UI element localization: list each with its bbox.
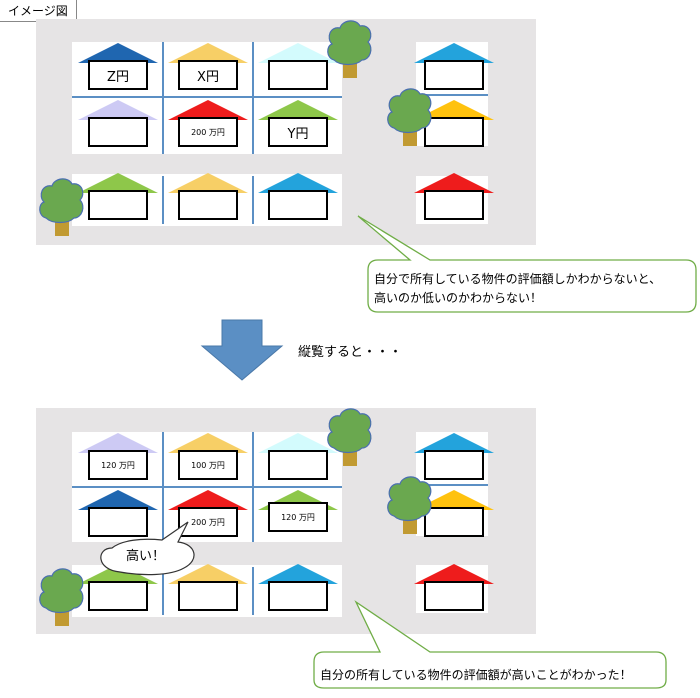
high-bubble-text: 高い！ [126,549,166,564]
top-house-z: Z円 [78,43,158,99]
roof [414,43,494,63]
price-box: 120 万円 [88,450,148,480]
roof [78,490,158,510]
top-house-side-red [414,173,494,229]
bottom-house-side-blue [414,433,494,489]
roof [168,433,248,453]
roof [414,564,494,584]
price-box: 200 万円 [178,117,238,147]
price-box [424,581,484,611]
roof [168,490,248,510]
tree-icon [387,88,432,146]
top-road-v2 [252,42,254,154]
roof [258,564,338,584]
price-box: X円 [178,60,238,90]
bottom-house-100: 100 万円 [168,433,248,489]
bottom-callout-shape [313,600,667,689]
top-house-side-blue [414,43,494,99]
top-callout-line1: 自分で所有している物件の評価額しかわからないと、 [374,272,662,286]
price-box [424,60,484,90]
price-box [424,190,484,220]
roof [414,490,494,510]
tree-icon [327,20,372,78]
high-speech-bubble [100,521,195,576]
price-box: Z円 [88,60,148,90]
top-house-gold-row [168,173,248,229]
top-house-cyan [258,43,338,99]
price-box [268,450,328,480]
price-box [178,190,238,220]
roof [78,100,158,120]
top-road-v4 [252,176,254,224]
bottom-road-v4 [252,567,254,615]
bottom-house-120a: 120 万円 [78,433,158,489]
bottom-house-blue-row [258,564,338,620]
top-road-v1 [162,42,164,154]
price-box [88,117,148,147]
bottom-house-side-red [414,564,494,620]
roof [258,100,338,120]
price-box [88,581,148,611]
down-arrow-icon [200,319,284,381]
price-box [88,507,148,537]
bottom-house-cyan [258,433,338,489]
price-box [178,581,238,611]
tree-icon [387,476,432,534]
price-box [88,190,148,220]
roof [414,433,494,453]
roof [78,173,158,193]
bottom-house-gold-row [168,564,248,620]
price-box [424,450,484,480]
roof [414,173,494,193]
bottom-road-h [72,486,342,488]
bottom-house-120b: 120 万円 [258,490,338,546]
roof [414,100,494,120]
price-box [268,190,328,220]
bottom-callout-text: 自分の所有している物件の評価額が高いことがわかった！ [320,668,632,682]
roof [258,43,338,63]
bottom-house-green-row [78,564,158,620]
top-house-green-row [78,173,158,229]
top-house-x: X円 [168,43,248,99]
top-road-h [72,96,342,98]
bottom-road-side [416,484,488,486]
bottom-road-v3 [162,567,164,615]
roof [78,433,158,453]
price-box: 120 万円 [268,502,328,532]
price-box [424,507,484,537]
tree-icon [39,178,84,236]
top-house-lavender [78,100,158,156]
inspection-label: 縦覧すると・・・ [298,345,403,360]
roof [78,43,158,63]
tree-icon [39,568,84,626]
price-box [268,60,328,90]
roof [168,100,248,120]
price-box: 100 万円 [178,450,238,480]
roof [258,173,338,193]
top-road-v3 [162,176,164,224]
roof [168,564,248,584]
roof [168,43,248,63]
top-callout-line2: 高いのか低いのかわからない！ [374,291,543,305]
top-house-blue-row [258,173,338,229]
top-house-y: Y円 [258,100,338,156]
roof [258,433,338,453]
price-box [424,117,484,147]
bottom-house-navy [78,490,158,546]
top-house-side-orange [414,100,494,156]
bottom-house-side-orange [414,490,494,546]
price-box: Y円 [268,117,328,147]
roof [168,173,248,193]
top-house-200: 200 万円 [168,100,248,156]
top-road-side [416,94,488,96]
price-box [268,581,328,611]
top-callout-shape [357,215,697,313]
tree-icon [327,408,372,466]
